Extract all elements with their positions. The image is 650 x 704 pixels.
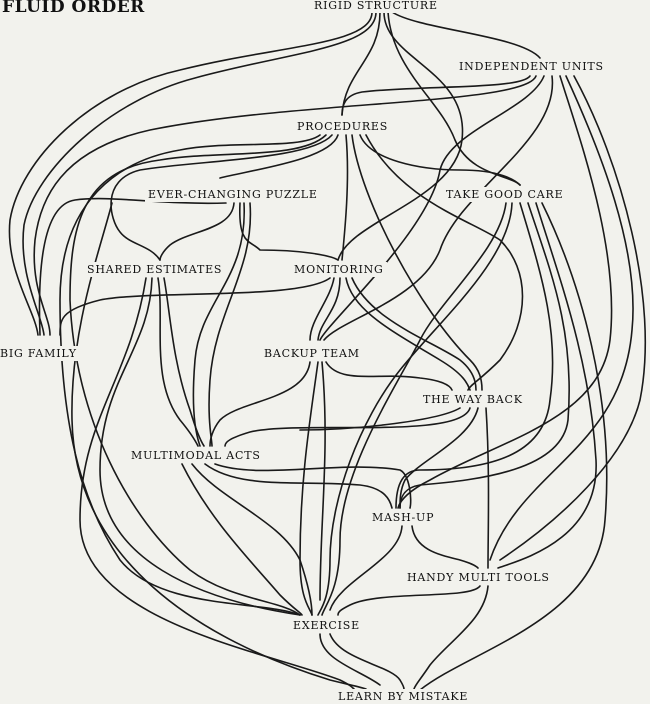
connector-line xyxy=(325,361,453,391)
connector-line xyxy=(38,197,227,336)
connector-line xyxy=(224,407,471,447)
node-monitoring: MONITORING xyxy=(291,262,387,277)
node-rigid-structure: RIGID STRUCTURE xyxy=(311,0,441,13)
node-mash-up: MASH-UP xyxy=(369,510,438,525)
connector-line xyxy=(413,585,489,690)
connector-line xyxy=(351,134,483,391)
connector-line xyxy=(395,202,554,509)
connector-line xyxy=(110,134,333,261)
connector-line xyxy=(329,525,403,611)
connector-line xyxy=(204,463,393,509)
connector-line xyxy=(208,202,252,447)
connector-line xyxy=(309,277,335,341)
node-shared-estimates: SHARED ESTIMATES xyxy=(84,262,226,277)
connector-line xyxy=(319,361,326,601)
node-multimodal-acts: MULTIMODAL ACTS xyxy=(128,448,264,463)
connector-line xyxy=(319,633,381,686)
connector-line xyxy=(341,11,381,116)
connector-line xyxy=(345,277,471,391)
connector-line xyxy=(337,585,481,616)
connector-line xyxy=(397,75,613,509)
connector-line xyxy=(317,202,513,616)
connector-line xyxy=(299,361,319,616)
diagram-title: FLUID ORDER xyxy=(2,0,145,17)
connector-line xyxy=(399,407,479,509)
connector-line xyxy=(387,11,521,186)
connector-line xyxy=(69,134,327,616)
connector-line xyxy=(239,202,339,261)
connector-line xyxy=(317,277,341,341)
node-learn-by-mistake: LEARN BY MISTAKE xyxy=(335,689,472,704)
connector-line xyxy=(351,277,477,391)
connector-line xyxy=(33,75,537,336)
connector-line xyxy=(59,134,321,616)
connector-line xyxy=(319,75,545,341)
connector-line xyxy=(341,75,531,116)
connector-line xyxy=(489,75,634,561)
node-procedures: PROCEDURES xyxy=(294,119,392,134)
node-backup-team: BACKUP TEAM xyxy=(261,346,363,361)
connector-line xyxy=(191,463,313,616)
connector-line xyxy=(365,134,524,391)
node-ever-changing-puzzle: EVER-CHANGING PUZZLE xyxy=(145,187,321,202)
connector-line xyxy=(159,202,235,261)
connector-line xyxy=(8,11,373,336)
connector-line xyxy=(192,202,245,447)
connector-line xyxy=(499,75,646,561)
connector-line xyxy=(22,11,377,336)
connector-line xyxy=(219,134,339,179)
connector-line xyxy=(321,202,507,616)
connector-line xyxy=(59,277,331,336)
connector-line xyxy=(157,277,199,447)
connector-line xyxy=(163,277,205,447)
node-independent-units: INDEPENDENT UNITS xyxy=(456,59,607,74)
node-handy-multi-tools: HANDY MULTI TOOLS xyxy=(404,570,553,585)
connector-line xyxy=(419,202,608,691)
connector-line xyxy=(181,463,303,616)
connector-line xyxy=(411,525,479,569)
connector-line xyxy=(497,202,597,569)
node-take-good-care: TAKE GOOD CARE xyxy=(443,187,567,202)
node-the-way-back: THE WAY BACK xyxy=(420,392,526,407)
connector-line xyxy=(99,277,301,616)
connector-line xyxy=(341,134,349,261)
connector-line xyxy=(299,407,461,431)
connector-line xyxy=(359,134,521,186)
connector-line xyxy=(323,75,554,341)
connector-line xyxy=(337,11,464,261)
node-big-family: BIG FAMILY xyxy=(0,346,80,361)
connector-line xyxy=(485,407,490,569)
connector-line xyxy=(391,11,541,59)
connector-line xyxy=(399,202,570,509)
connector-line xyxy=(79,277,355,690)
connector-line xyxy=(209,361,311,447)
node-exercise: EXERCISE xyxy=(290,618,363,633)
connector-line xyxy=(71,202,367,690)
connector-line xyxy=(329,633,405,690)
connector-line xyxy=(214,463,412,509)
